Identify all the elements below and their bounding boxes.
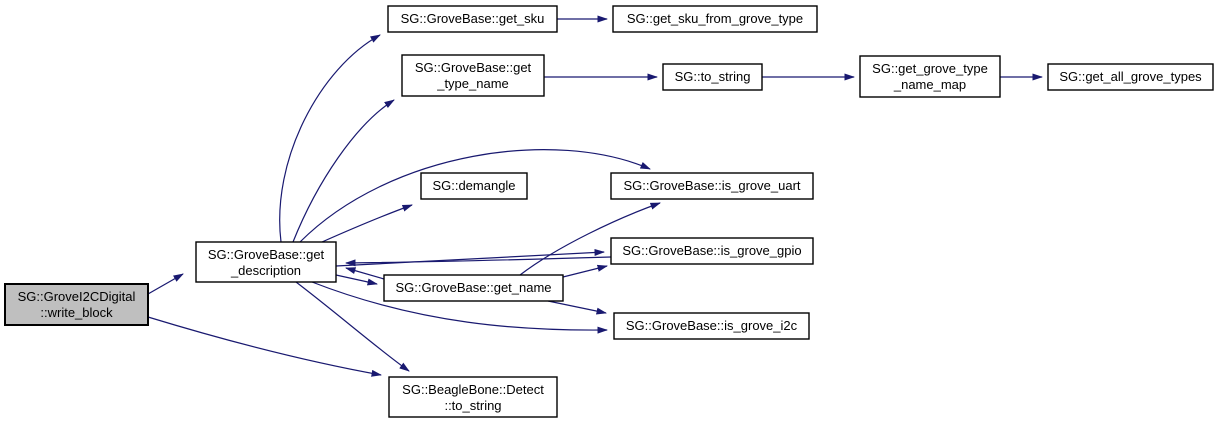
edge-get_description-to-get_name — [335, 274, 378, 286]
edge-layer — [147, 15, 1043, 377]
node-label: SG::GroveBase::is_grove_i2c — [626, 318, 798, 333]
edge-write_block-to-detect_to_string — [147, 316, 382, 377]
node-label: SG::get_grove_type — [872, 61, 988, 76]
node-get_sku_from_grove_type[interactable]: SG::get_sku_from_grove_type — [612, 5, 818, 33]
node-label: ::write_block — [40, 305, 113, 320]
node-label: SG::GroveBase::is_grove_gpio — [622, 243, 801, 258]
edge-get_description-to-get_sku — [279, 34, 381, 243]
node-get_grove_type_name_map[interactable]: SG::get_grove_type _name_map — [859, 55, 1001, 98]
node-get_type_name[interactable]: SG::GroveBase::get _type_name — [401, 54, 545, 97]
edge-get_name-to-is_grove_i2c — [547, 300, 607, 315]
node-is_grove_gpio[interactable]: SG::GroveBase::is_grove_gpio — [610, 237, 814, 265]
node-label: SG::get_all_grove_types — [1059, 69, 1202, 84]
node-get_name[interactable]: SG::GroveBase::get_name — [383, 274, 564, 302]
node-label: _type_name — [436, 76, 509, 91]
edge-get_description-to-demangle — [321, 204, 413, 243]
node-label: SG::to_string — [675, 69, 751, 84]
node-write_block[interactable]: SG::GroveI2CDigital ::write_block — [4, 283, 149, 326]
node-is_grove_i2c[interactable]: SG::GroveBase::is_grove_i2c — [613, 312, 810, 340]
node-label: SG::BeagleBone::Detect — [402, 382, 544, 397]
edge-get_name-to-get_description — [345, 267, 385, 280]
edge-write_block-to-get_description — [147, 273, 184, 295]
edge-get_description-to-detect_to_string — [295, 281, 410, 372]
node-to_string[interactable]: SG::to_string — [662, 63, 763, 91]
node-get_sku[interactable]: SG::GroveBase::get_sku — [387, 5, 558, 33]
edge-get_name-to-is_grove_gpio — [562, 264, 608, 278]
node-label: _description — [230, 263, 301, 278]
node-get_all_grove_types[interactable]: SG::get_all_grove_types — [1047, 63, 1214, 91]
node-label: ::to_string — [444, 398, 501, 413]
edge-get_description-to-is_grove_uart — [299, 149, 651, 243]
node-label: _name_map — [893, 77, 966, 92]
edge-get_description-to-is_grove_i2c — [311, 281, 608, 334]
node-demangle[interactable]: SG::demangle — [420, 172, 528, 200]
node-is_grove_uart[interactable]: SG::GroveBase::is_grove_uart — [610, 172, 814, 200]
edge-get_description-to-is_grove_gpio — [335, 248, 605, 267]
node-get_description[interactable]: SG::GroveBase::get _description — [195, 241, 337, 283]
node-label: SG::GroveBase::get — [415, 60, 532, 75]
node-label: SG::get_sku_from_grove_type — [627, 11, 803, 26]
node-label: SG::GroveBase::get_name — [395, 280, 551, 295]
node-label: SG::GroveBase::get — [208, 247, 325, 262]
node-detect_to_string[interactable]: SG::BeagleBone::Detect ::to_string — [388, 376, 558, 418]
node-label: SG::GroveI2CDigital — [18, 289, 136, 304]
node-label: SG::GroveBase::is_grove_uart — [623, 178, 800, 193]
edge-get_description-to-get_type_name — [292, 99, 395, 243]
node-label: SG::GroveBase::get_sku — [401, 11, 545, 26]
edge-get_name-to-is_grove_uart — [519, 202, 661, 276]
edge-is_grove_gpio-to-get_description — [345, 256, 612, 267]
node-label: SG::demangle — [432, 178, 515, 193]
